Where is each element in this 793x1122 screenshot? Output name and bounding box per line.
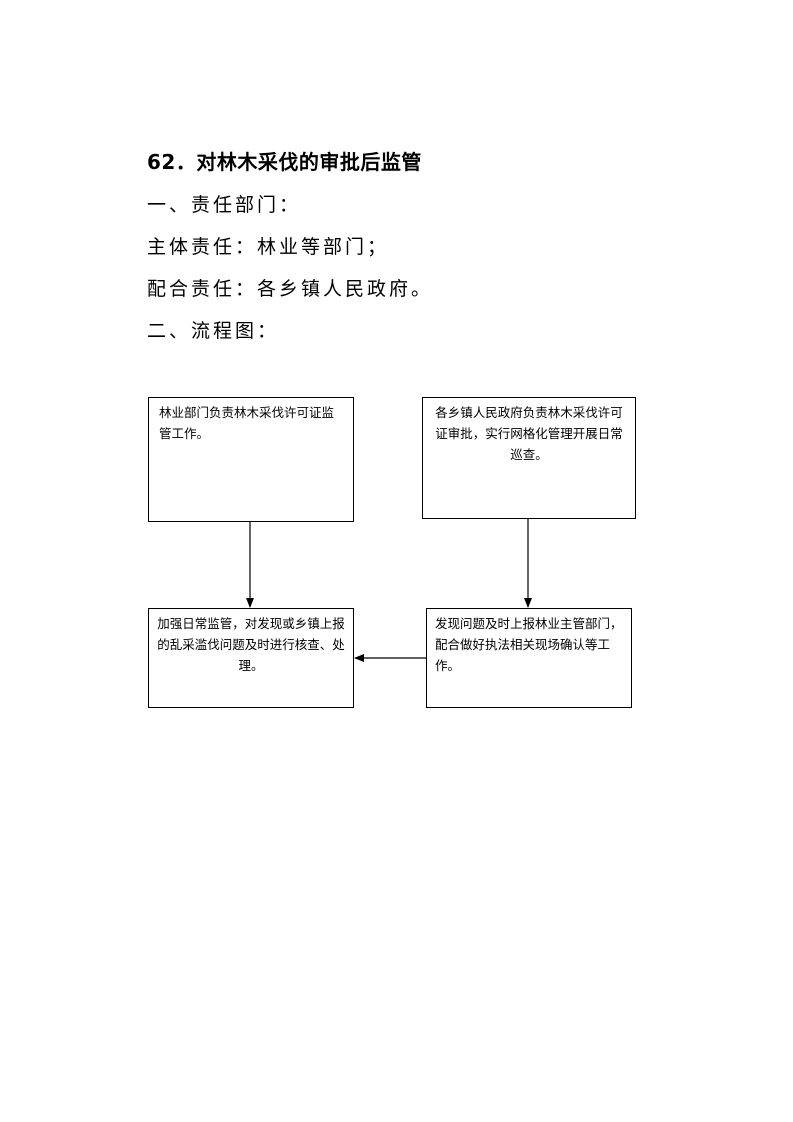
section-heading-responsible-departments: 一、责任部门： (147, 194, 302, 216)
document-title: 62．对林木采伐的审批后监管 (147, 150, 422, 174)
flow-box-township-gov: 各乡镇人民政府负责林木采伐许可证审批，实行网格化管理开展日常巡查。 (422, 397, 636, 519)
flow-box-daily-supervision: 加强日常监管，对发现或乡镇上报的乱采滥伐问题及时进行核查、处理。 (148, 608, 354, 708)
flow-box-report-issue: 发现问题及时上报林业主管部门，配合做好执法相关现场确认等工作。 (426, 608, 632, 708)
cooperative-responsibility-text: 配合责任：各乡镇人民政府。 (147, 278, 434, 300)
section-heading-flowchart: 二、流程图： (147, 320, 280, 342)
main-responsibility-text: 主体责任：林业等部门； (147, 236, 390, 258)
flow-box-forestry-dept: 林业部门负责林木采伐许可证监管工作。 (148, 397, 354, 522)
